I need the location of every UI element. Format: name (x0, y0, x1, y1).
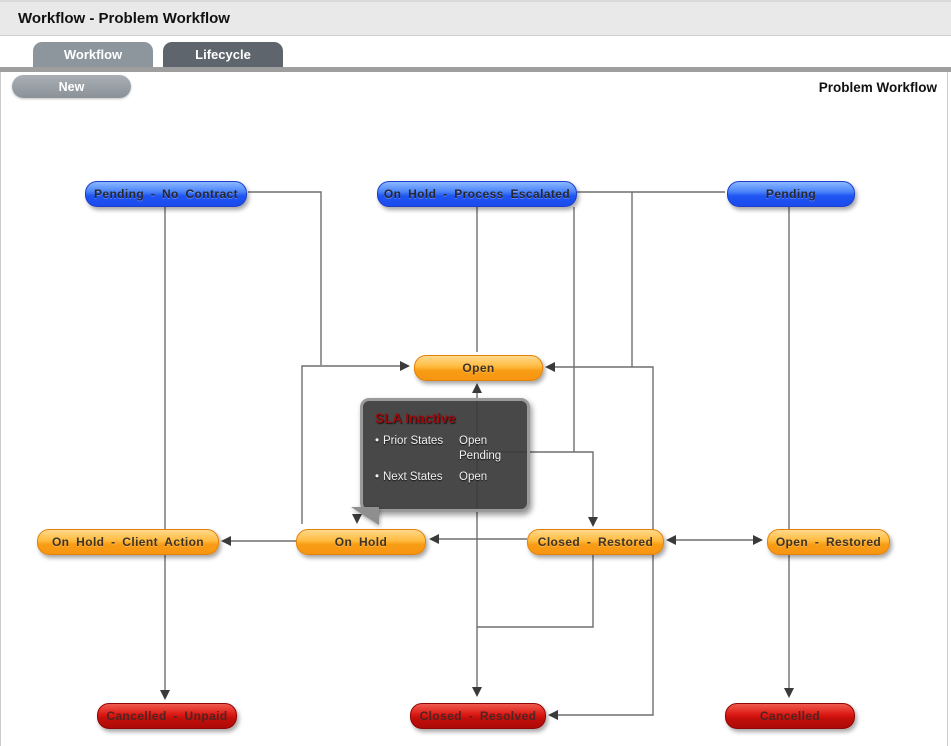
page-title: Workflow - Problem Workflow (18, 10, 230, 27)
sla-next-states-values: Open (459, 470, 527, 485)
bullet-icon: • (374, 471, 380, 483)
sla-next-states-label: Next States (383, 471, 443, 483)
sla-next-state-value: Open (459, 471, 488, 483)
new-button[interactable]: New (12, 75, 131, 98)
sla-prior-state-value: Pending (459, 450, 502, 462)
sla-prior-states-row: • Prior States Open Pending (371, 434, 527, 464)
tab-underline (0, 67, 951, 72)
sla-prior-states-label: Prior States (383, 435, 444, 447)
sla-prior-states-values: Open Pending (459, 434, 527, 464)
sla-tooltip-title: SLA Inactive (375, 411, 456, 426)
page-border-right (947, 72, 948, 746)
state-node-closed-resolved[interactable]: Closed - Resolved (410, 703, 546, 729)
connector-arrowheads (160, 361, 794, 720)
state-node-on-hold[interactable]: On Hold (296, 529, 426, 555)
sla-tooltip: SLA Inactive • Prior States Open Pending… (351, 398, 530, 525)
tab-workflow[interactable]: Workflow (33, 42, 153, 67)
sla-next-states-row: • Next States Open (371, 470, 527, 485)
state-node-cancelled-unpaid[interactable]: Cancelled - Unpaid (97, 703, 237, 729)
state-node-on-hold-process-escalated[interactable]: On Hold - Process Escalated (377, 181, 577, 207)
state-node-cancelled[interactable]: Cancelled (725, 703, 855, 729)
state-node-open[interactable]: Open (414, 355, 543, 381)
state-node-closed-restored[interactable]: Closed - Restored (527, 529, 664, 555)
state-node-open-restored[interactable]: Open - Restored (767, 529, 890, 555)
sla-prior-state-value: Open (459, 435, 488, 447)
sla-tooltip-tail (351, 507, 379, 525)
state-node-on-hold-client-action[interactable]: On Hold - Client Action (37, 529, 219, 555)
window-header: Workflow - Problem Workflow (0, 0, 951, 36)
workflow-name-label: Problem Workflow (818, 80, 937, 95)
state-node-pending[interactable]: Pending (727, 181, 855, 207)
page-border-left (0, 72, 1, 746)
bullet-icon: • (374, 435, 380, 447)
state-node-pending-no-contract[interactable]: Pending - No Contract (85, 181, 247, 207)
tab-lifecycle[interactable]: Lifecycle (163, 42, 283, 67)
